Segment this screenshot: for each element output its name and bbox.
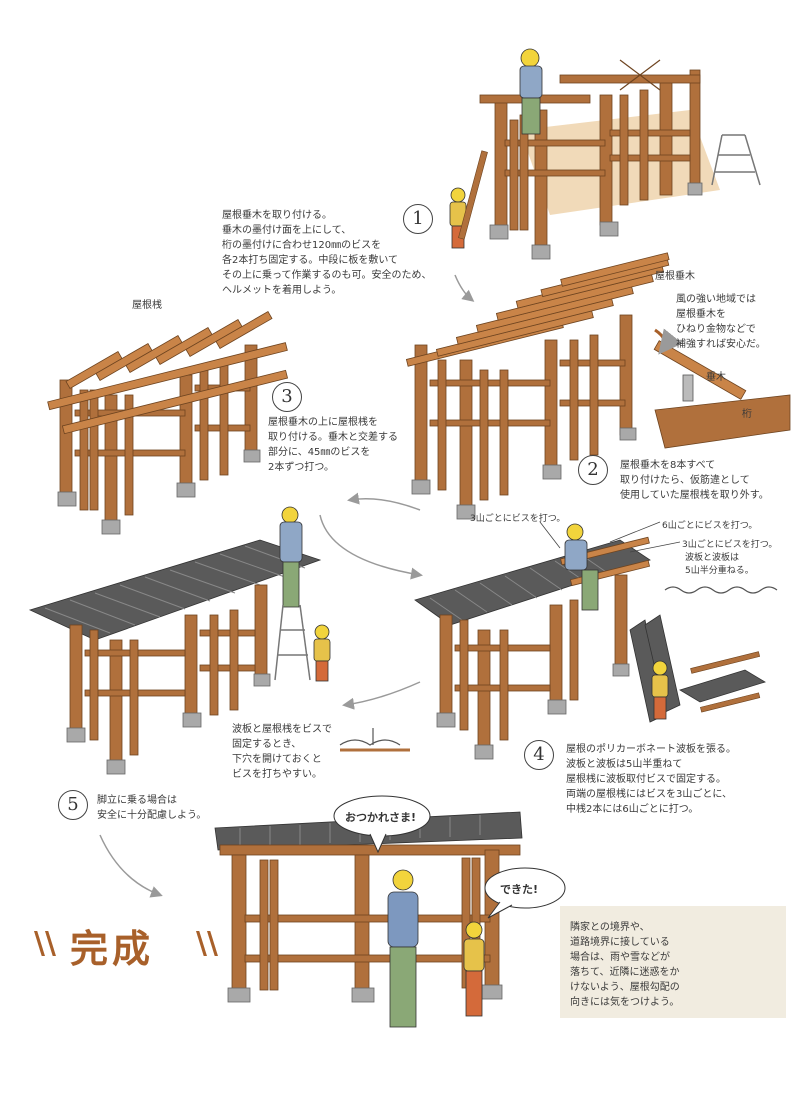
step2-frame-illustration <box>405 252 791 520</box>
step-number-1: 1 <box>403 204 433 234</box>
step1-frame-illustration <box>449 48 761 260</box>
completion-slash-right: \\ <box>196 926 218 961</box>
step-number-2: 2 <box>578 455 608 485</box>
step2-text: 屋根垂木を8本すべて取り付けたら、仮筋違として使用していた屋根桟を取り外す。 <box>620 460 769 501</box>
boundary-note-text: 隣家との境界や、道路境界に接している場合は、雨や雪などが 落ちて、近隣に迷惑をか… <box>570 922 680 1008</box>
completion-slash-left: \\ <box>34 926 56 961</box>
label-screw-3b: 3山ごとにビスを打つ。 <box>682 540 778 550</box>
label-rafter: 垂木 <box>706 372 726 383</box>
label-roof-rafter: 屋根垂木 <box>655 271 695 282</box>
label-screw-3: 3山ごとにビスを打つ。 <box>470 514 566 524</box>
completed-shed-illustration <box>214 795 566 1028</box>
tip-wind: 風の強い地域では屋根垂木をひねり金物などで補強すれば安心だ。 <box>676 294 766 350</box>
step-number-4: 4 <box>524 740 554 770</box>
step-number-3: 3 <box>272 382 302 412</box>
flow-arrows <box>99 274 475 898</box>
speech-dekita: できた! <box>500 883 539 896</box>
step-number-5: 5 <box>58 790 88 820</box>
tip-predrill: 波板と屋根桟をビスで固定するとき、下穴を開けておくとビスを打ちやすい。 <box>232 724 332 780</box>
step1-text: 屋根垂木を取り付ける。垂木の墨付け面を上にして、桁の墨付けに合わせ120㎜のビス… <box>222 210 432 296</box>
step4-text: 屋根のポリカーボネート波板を張る。波板と波板は5山半重ねて屋根桟に波板取付ビスで… <box>566 744 736 815</box>
step3-frame-illustration <box>47 310 289 535</box>
twist-hardware-detail <box>653 328 791 449</box>
completion-title: 完成 <box>70 927 155 971</box>
label-roof-batten: 屋根桟 <box>132 300 162 311</box>
step5-text: 脚立に乗る場合は安全に十分配慮しよう。 <box>97 795 207 821</box>
roof-left-illustration <box>28 506 410 775</box>
label-screw-6: 6山ごとにビスを打つ。 <box>662 521 758 531</box>
step4-roof-illustration <box>414 521 778 760</box>
label-beam: 桁 <box>742 409 752 420</box>
speech-otsukare: おつかれさま! <box>345 811 417 824</box>
boundary-note-box <box>560 906 786 1018</box>
